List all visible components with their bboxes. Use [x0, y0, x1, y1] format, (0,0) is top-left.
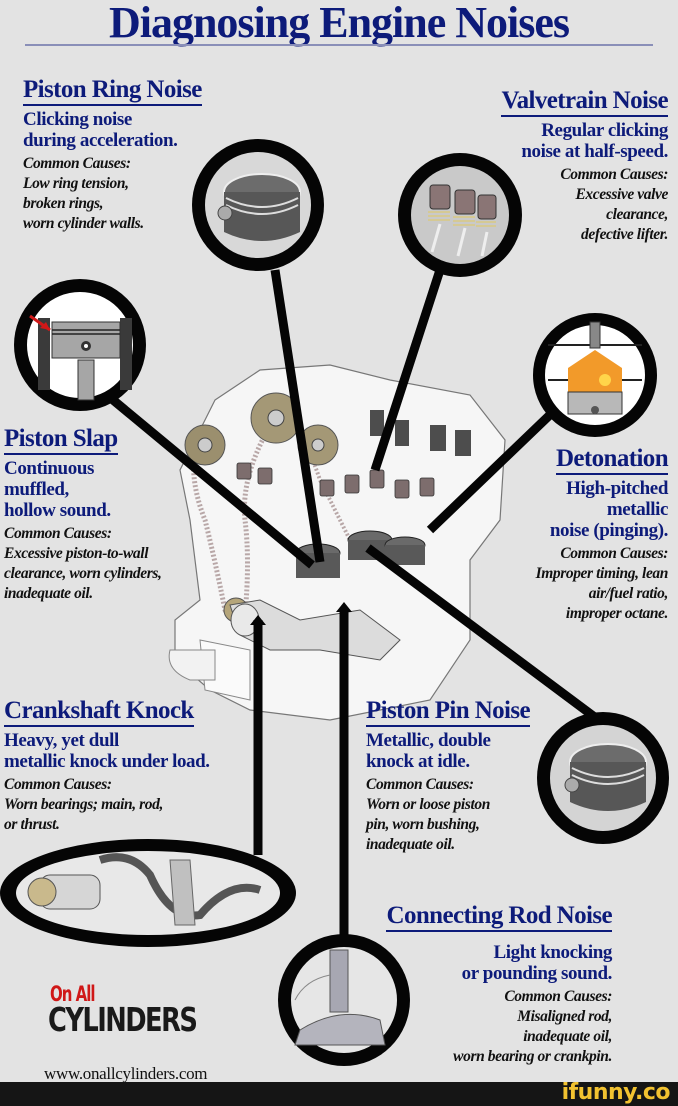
- magnifier-detonation-icon: [533, 313, 657, 437]
- section-description: Continuous muffled, hollow sound.: [4, 458, 111, 521]
- section-detonation: Detonation High-pitched metallic noise (…: [535, 446, 669, 624]
- section-description: Heavy, yet dull metallic knock under loa…: [4, 730, 210, 772]
- section-description: Light knocking or pounding sound.: [461, 942, 613, 984]
- section-title: Piston Pin Noise: [366, 698, 531, 727]
- section-title: Connecting Rod Noise: [386, 903, 613, 932]
- website-link[interactable]: www.onallcylinders.com: [44, 1064, 208, 1083]
- section-description: High-pitched metallic noise (pinging).: [549, 478, 669, 541]
- section-description: Clicking noise during acceleration.: [23, 109, 178, 151]
- section-causes: Common Causes: Excessive piston-to-wall …: [4, 525, 162, 602]
- section-title: Valvetrain Noise: [501, 88, 669, 117]
- section-causes: Common Causes: Worn bearings; main, rod,…: [4, 776, 163, 833]
- logo-on-all: On All: [50, 981, 96, 1007]
- section-crankshaft-knock: Crankshaft Knock Heavy, yet dull metalli…: [4, 698, 210, 835]
- section-connecting-rod: Connecting Rod Noise Light knocking or p…: [386, 903, 613, 1067]
- section-valvetrain: Valvetrain Noise Regular clicking noise …: [501, 88, 669, 245]
- section-title: Detonation: [555, 446, 669, 475]
- magnifier-connecting-rod-icon: [278, 934, 410, 1066]
- section-piston-ring: Piston Ring Noise Clicking noise during …: [23, 77, 202, 234]
- magnifier-crankshaft-icon: [0, 839, 296, 947]
- section-causes: Common Causes: Low ring tension, broken …: [23, 155, 144, 232]
- section-causes: Common Causes: Excessive valve clearance…: [560, 166, 668, 243]
- section-description: Metallic, double knock at idle.: [366, 730, 491, 772]
- magnifier-piston-icon: [192, 139, 324, 271]
- page-title: Diagnosing Engine Noises: [108, 0, 570, 47]
- magnifier-piston-slap-icon: [14, 279, 146, 411]
- section-description: Regular clicking noise at half-speed.: [521, 120, 668, 162]
- magnifier-piston-pin-icon: [537, 712, 669, 844]
- logo-cylinders: CYLINDERS: [48, 1000, 198, 1039]
- section-title: Piston Slap: [4, 426, 118, 455]
- section-piston-pin: Piston Pin Noise Metallic, double knock …: [366, 698, 531, 855]
- ifunny-watermark: ifunny.co: [561, 1080, 671, 1105]
- section-causes: Common Causes: Misaligned rod, inadequat…: [453, 988, 612, 1065]
- engine-cutaway-illustration: [168, 364, 506, 721]
- magnifier-valvetrain-icon: [398, 153, 522, 277]
- title-underline: [25, 44, 653, 46]
- section-title: Crankshaft Knock: [4, 698, 194, 727]
- footer-bar: [0, 1082, 678, 1106]
- section-causes: Common Causes: Improper timing, lean air…: [535, 545, 669, 622]
- section-piston-slap: Piston Slap Continuous muffled, hollow s…: [4, 426, 162, 604]
- section-causes: Common Causes: Worn or loose piston pin,…: [366, 776, 490, 853]
- section-title: Piston Ring Noise: [23, 77, 202, 106]
